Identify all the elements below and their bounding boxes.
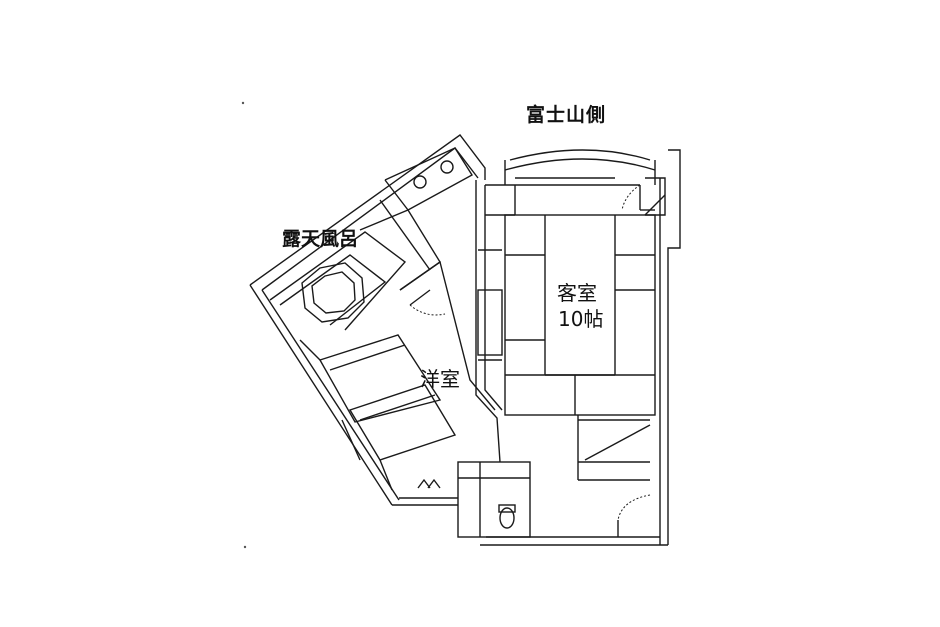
- western-room-label: 洋室: [420, 367, 460, 391]
- guest-room-block: [475, 149, 681, 546]
- western-wing: [249, 134, 496, 506]
- open-air-bath-label: 露天風呂: [282, 228, 359, 250]
- guest-room-label: 客室: [557, 281, 597, 305]
- speck: [243, 545, 247, 549]
- guest-room-size-label: 10帖: [558, 307, 604, 331]
- speck: [241, 101, 245, 105]
- mt-fuji-side-label: 富士山側: [526, 104, 607, 126]
- toilet-area: [457, 461, 531, 538]
